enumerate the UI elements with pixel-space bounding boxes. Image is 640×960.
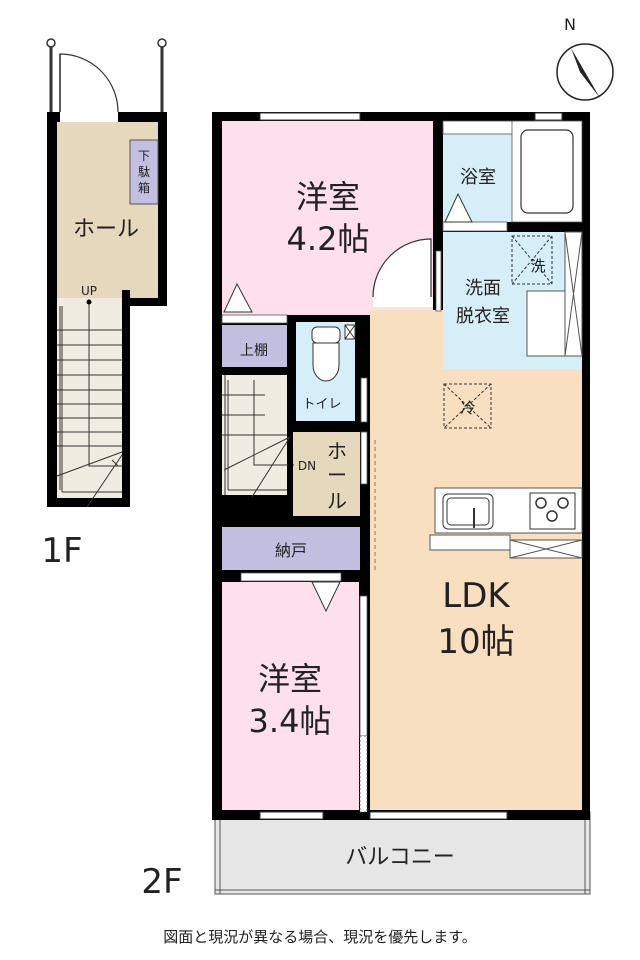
washbasin — [526, 290, 566, 357]
western-4-2-size: 4.2帖 — [287, 220, 370, 258]
western-3-4-size: 3.4帖 — [249, 702, 332, 740]
washroom-label: 脱衣室 — [456, 306, 510, 327]
western-3-4-sliding-door[interactable] — [359, 595, 368, 737]
floor-1-label: 1F — [41, 531, 82, 571]
room-western-3-4[interactable] — [222, 582, 359, 810]
bath-label: 浴室 — [460, 167, 496, 188]
toilet-fixture — [311, 326, 341, 344]
shoe-box-label: 下 — [138, 149, 150, 163]
window — [369, 811, 508, 820]
sink — [442, 493, 494, 530]
hall-2f-label: ル — [327, 489, 347, 513]
floor-2: バルコニー 浴室 洗 洗面 脱衣室 — [212, 112, 591, 895]
balcony-label: バルコニー — [345, 845, 455, 870]
stair-treads-2f — [222, 375, 291, 498]
storage-label: 納戸 — [275, 541, 307, 560]
kitchen — [429, 487, 583, 559]
toilet-label: トイレ — [302, 397, 341, 412]
stair-treads-1f — [56, 302, 123, 508]
window — [534, 112, 563, 121]
window — [259, 811, 324, 820]
ldk-name: LDK — [442, 576, 511, 616]
room-storage[interactable] — [222, 527, 360, 570]
western-4-2-name: 洋室 — [296, 178, 360, 216]
stair-down-label: DN — [298, 459, 316, 473]
western-3-4-name: 洋室 — [258, 660, 322, 698]
shoe-box-label: 駄 — [138, 164, 150, 179]
washer-space — [511, 235, 553, 285]
toilet-door[interactable] — [360, 377, 368, 423]
balcony[interactable] — [214, 811, 591, 895]
entrance-door-opening — [60, 112, 118, 122]
hall-2f-label: ホ — [327, 439, 347, 463]
room-ldk[interactable] — [370, 310, 582, 810]
upper-shelf-label: 上棚 — [240, 343, 268, 359]
room-hall-2f[interactable] — [293, 432, 360, 516]
washer-label: 洗 — [530, 257, 545, 275]
washroom-label: 洗面 — [465, 278, 501, 299]
compass-label: N — [564, 15, 576, 34]
bath-door[interactable] — [442, 221, 508, 232]
ldk-size: 10帖 — [437, 622, 514, 662]
stair-up-label: UP — [81, 284, 97, 298]
western-4-2-door[interactable] — [372, 238, 432, 298]
fridge-space — [443, 383, 492, 429]
north-compass: N — [556, 15, 614, 101]
hall-1f-label: ホール — [73, 217, 139, 242]
bath-entry-marker — [444, 192, 473, 223]
washroom-sliding-door[interactable] — [435, 250, 442, 312]
entrance-door[interactable] — [59, 53, 119, 113]
floor-2-label: 2F — [141, 862, 182, 902]
railing-post — [157, 38, 167, 48]
closet-marker — [223, 282, 253, 313]
shoe-box-label: 箱 — [138, 180, 150, 195]
hall-2f-label: ー — [327, 463, 347, 487]
floor-1: 下 駄 箱 ホール UP — [46, 38, 167, 508]
hall-door[interactable] — [360, 431, 368, 485]
window — [259, 112, 361, 121]
compass-needle-icon — [571, 48, 600, 98]
shoe-box — [129, 139, 159, 205]
disclaimer-caption: 図面と現況が異なる場合、現況を優先します。 — [163, 928, 477, 946]
fridge-label: 冷 — [460, 399, 475, 417]
railing-post — [46, 38, 56, 48]
storage-door-marker — [311, 581, 341, 613]
upper-shelf — [222, 325, 287, 367]
